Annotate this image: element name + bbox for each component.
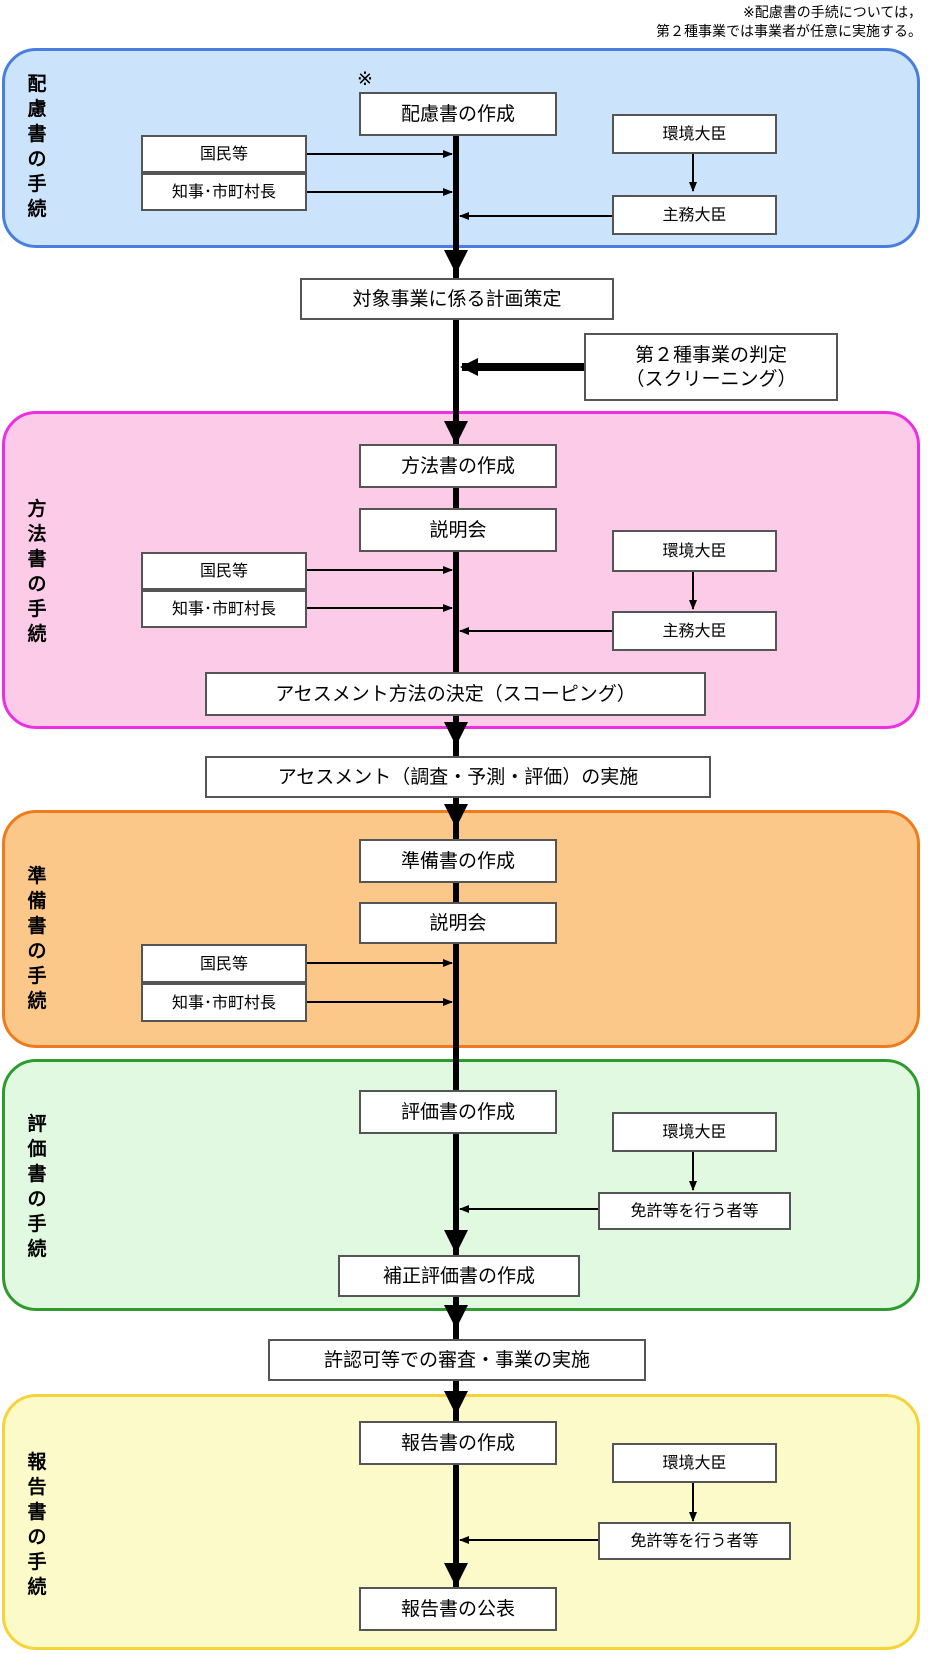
hosei-box: 補正評価書の作成 bbox=[338, 1255, 580, 1297]
menkyo-box-1: 免許等を行う者等 bbox=[598, 1192, 791, 1230]
chiji-box-3: 知事･市町村長 bbox=[141, 983, 307, 1022]
kankyo-box-3: 環境大臣 bbox=[612, 1112, 777, 1152]
hokoku-box: 報告書の作成 bbox=[359, 1421, 557, 1465]
scoping-box: アセスメント方法の決定（スコーピング） bbox=[205, 672, 706, 716]
hoho-box: 方法書の作成 bbox=[359, 444, 557, 488]
kokumin-box-3: 国民等 bbox=[141, 944, 307, 983]
keikaku-box: 対象事業に係る計画策定 bbox=[300, 278, 614, 320]
shumu-box-2: 主務大臣 bbox=[612, 611, 777, 651]
hairyo-box: 配慮書の作成 bbox=[359, 92, 557, 136]
section-label-hoho: 方法書の手続 bbox=[27, 498, 47, 645]
setsumei-box-2: 説明会 bbox=[359, 902, 557, 944]
kankyo-box-2: 環境大臣 bbox=[612, 530, 777, 572]
footnote: ※配慮書の手続については， 第２種事業では事業者が任意に実施する。 bbox=[656, 5, 922, 40]
section-label-hokoku: 報告書の手続 bbox=[27, 1451, 47, 1598]
section-label-hyoka: 評価書の手続 bbox=[27, 1113, 47, 1260]
asterisk-mark: ※ bbox=[357, 68, 373, 90]
section-label-junbi: 準備書の手続 bbox=[27, 865, 47, 1012]
menkyo-box-2: 免許等を行う者等 bbox=[598, 1522, 791, 1560]
chiji-box-1: 知事･市町村長 bbox=[141, 173, 307, 211]
kokumin-box-1: 国民等 bbox=[141, 135, 307, 173]
jisshi-box: アセスメント（調査・予測・評価）の実施 bbox=[205, 756, 711, 798]
setsumei-box-1: 説明会 bbox=[359, 508, 557, 552]
kokumin-box-2: 国民等 bbox=[141, 552, 307, 590]
section-label-hairyo: 配慮書の手続 bbox=[27, 73, 47, 220]
kankyo-box-1: 環境大臣 bbox=[612, 114, 777, 154]
chiji-box-2: 知事･市町村長 bbox=[141, 590, 307, 628]
kohyo-box: 報告書の公表 bbox=[359, 1587, 557, 1631]
kankyo-box-4: 環境大臣 bbox=[612, 1443, 777, 1483]
shinsa-box: 許認可等での審査・事業の実施 bbox=[268, 1339, 646, 1381]
hantei-box: 第２種事業の判定 （スクリーニング） bbox=[584, 333, 838, 401]
junbi-box: 準備書の作成 bbox=[359, 839, 557, 883]
shumu-box-1: 主務大臣 bbox=[612, 195, 777, 235]
hyoka-box: 評価書の作成 bbox=[359, 1090, 557, 1134]
